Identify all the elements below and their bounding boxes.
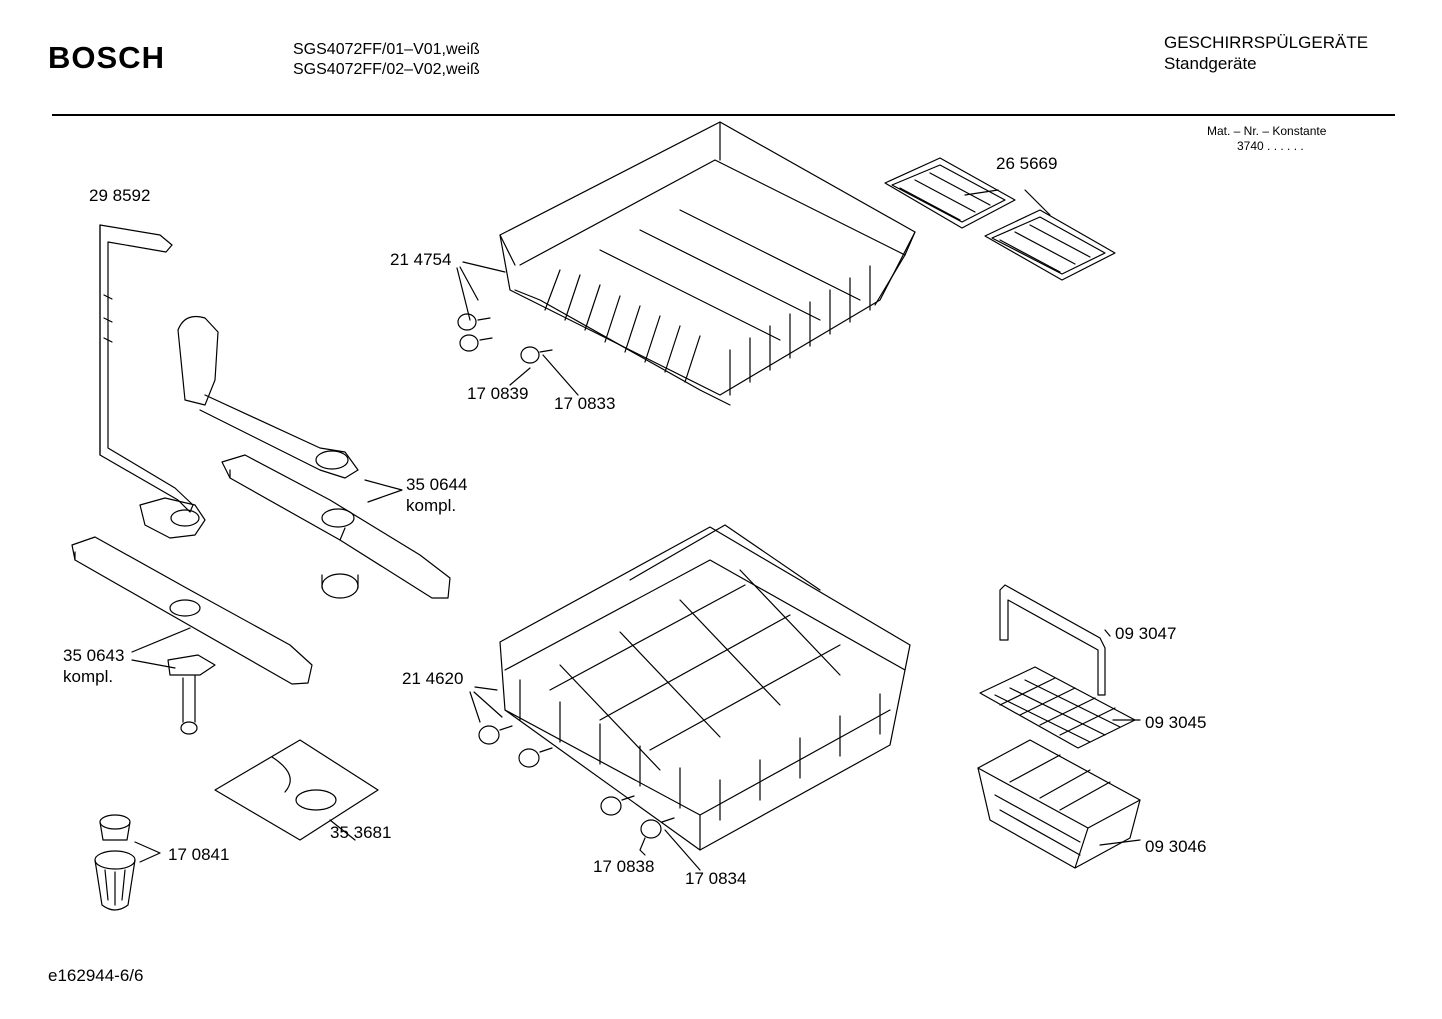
part-label-170838: 17 0838 <box>593 857 655 876</box>
model-line-2: SGS4072FF/02–V02,weiß <box>293 61 480 78</box>
lower-basket-part <box>500 525 910 850</box>
part-label-170839: 17 0839 <box>467 384 529 403</box>
upper-basket-wheels <box>458 314 552 363</box>
part-label-350644: 35 0644 <box>406 475 468 494</box>
part-label-170833: 17 0833 <box>554 394 616 413</box>
subcategory-title: Standgeräte <box>1164 54 1257 73</box>
folding-racks-part <box>885 158 1115 280</box>
cutlery-basket-part <box>978 740 1140 868</box>
part-label-353681: 35 3681 <box>330 823 392 842</box>
part-label-298592: 29 8592 <box>89 186 151 205</box>
leader-lines <box>132 190 1140 870</box>
drawing-id: e162944-6/6 <box>48 966 144 985</box>
part-label-170834: 17 0834 <box>685 869 747 888</box>
part-label-093046: 09 3046 <box>1145 837 1207 856</box>
spray-arm-feed-part <box>178 317 358 479</box>
riser-pipe-part <box>100 225 205 538</box>
material-label: Mat. – Nr. – Konstante <box>1207 124 1327 138</box>
part-note-350644: kompl. <box>406 496 457 515</box>
part-label-093047: 09 3047 <box>1115 624 1177 643</box>
category-title: GESCHIRRSPÜLGERÄTE <box>1164 33 1369 52</box>
part-label-214754: 21 4754 <box>390 250 452 269</box>
lower-spray-arm-part <box>72 537 312 734</box>
model-line-1: SGS4072FF/01–V01,weiß <box>293 41 480 58</box>
upper-basket-part <box>500 122 915 405</box>
part-label-350643: 35 0643 <box>63 646 125 665</box>
upper-spray-arm-part <box>222 455 450 598</box>
filter-plate-part <box>215 740 378 840</box>
basket-handle-part <box>1000 585 1105 695</box>
part-note-350643: kompl. <box>63 667 114 686</box>
header-divider <box>52 114 1395 116</box>
part-label-265669: 26 5669 <box>996 154 1058 173</box>
filter-cartridge-part <box>95 815 135 910</box>
material-value: 3740 . . . . . . <box>1237 139 1304 153</box>
part-label-170841: 17 0841 <box>168 845 230 864</box>
part-label-214620: 21 4620 <box>402 669 464 688</box>
lower-basket-wheels <box>479 726 674 838</box>
part-label-093045: 09 3045 <box>1145 713 1207 732</box>
brand-logo: BOSCH <box>48 40 165 75</box>
basket-lid-part <box>980 667 1135 748</box>
